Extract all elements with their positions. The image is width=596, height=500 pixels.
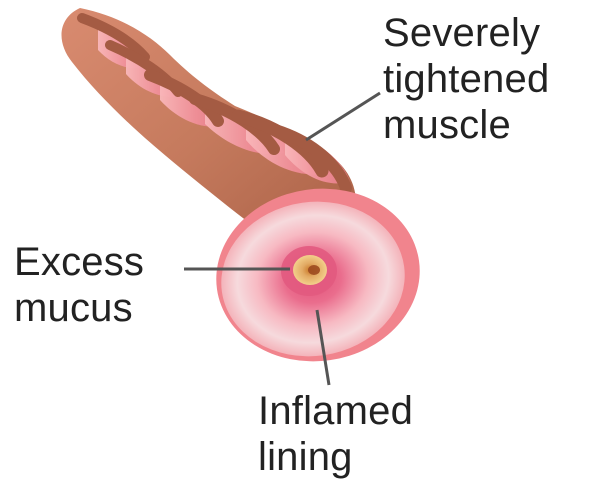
label-severely-tightened-muscle: Severely tightened muscle [383,10,588,148]
label-excess-mucus: Excess mucus [14,239,184,331]
muscle-pointer-line [306,93,380,140]
muscle-label-line-3: muscle [383,102,588,148]
mucus-label-line-1: Excess [14,239,184,285]
lining-label-line-1: Inflamed [258,388,458,434]
lining-label-line-2: lining [258,434,458,480]
muscle-label-line-2: tightened [383,56,588,102]
muscle-label-line-1: Severely [383,10,588,56]
label-inflamed-lining: Inflamed lining [258,388,458,480]
mucus-label-line-2: mucus [14,285,184,331]
